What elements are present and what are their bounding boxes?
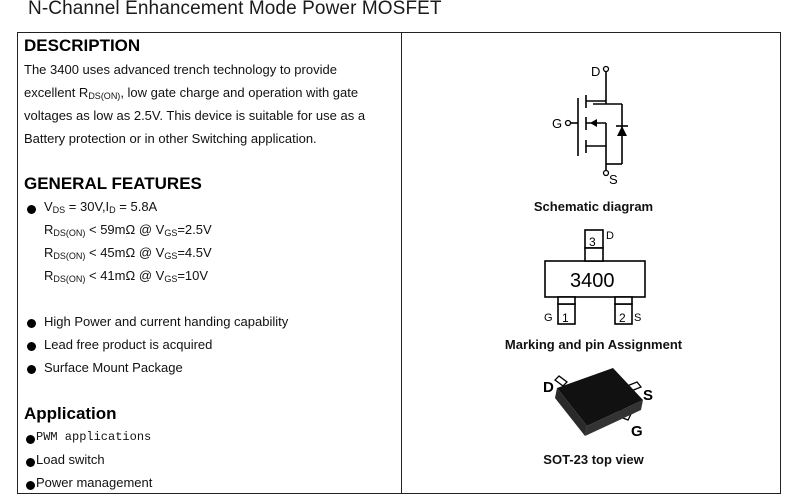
application-item-2: Load switch [36, 452, 105, 467]
sot-label-s: S [643, 387, 653, 404]
sot-label-g: G [631, 423, 643, 440]
marking-label-s: S [634, 312, 641, 324]
pin-3-label: 3 [589, 235, 596, 249]
schematic-caption: Schematic diagram [533, 199, 654, 214]
application-heading: Application [24, 404, 117, 423]
description-line-2: excellent RDS(ON), low gate charge and o… [24, 85, 359, 101]
description-line-4: Battery protection or in other Switching… [24, 131, 317, 146]
sot-caption: SOT-23 top view [543, 452, 644, 467]
pin-1-label: 1 [562, 311, 569, 325]
feature-item-3: Surface Mount Package [44, 360, 183, 375]
sot23-package-icon: D S G [543, 368, 653, 440]
features-heading: GENERAL FEATURES [24, 174, 202, 193]
marking-caption: Marking and pin Assignment [504, 337, 683, 352]
sot-label-d: D [543, 379, 554, 396]
application-item-3: Power management [36, 475, 153, 490]
bullet-icon [26, 458, 35, 467]
marking-diagram-icon: 3 D 3400 1 2 G S [544, 229, 646, 325]
marking-code: 3400 [570, 270, 615, 292]
page-title: N-Channel Enhancement Mode Power MOSFET [28, 0, 442, 19]
bullet-icon [27, 319, 36, 328]
description-line-1: The 3400 uses advanced trench technology… [24, 62, 337, 77]
description-line-3: voltages as low as 2.5V. This device is … [24, 108, 366, 123]
bullet-icon [27, 365, 36, 374]
marking-label-g: G [544, 312, 553, 324]
marking-label-d: D [606, 230, 614, 242]
content-frame [17, 32, 781, 494]
schematic-label-g: G [552, 116, 562, 131]
spec-rdson-3: RDS(ON) < 41mΩ @ VGS=10V [44, 268, 209, 284]
bullet-icon [27, 205, 36, 214]
schematic-label-s: S [609, 172, 618, 187]
feature-item-1: High Power and current handing capabilit… [44, 314, 289, 329]
mosfet-schematic-icon: D G S [552, 64, 628, 187]
spec-rdson-2: RDS(ON) < 45mΩ @ VGS=4.5V [44, 245, 212, 261]
spec-rdson-1: RDS(ON) < 59mΩ @ VGS=2.5V [44, 222, 212, 238]
description-heading: DESCRIPTION [24, 36, 141, 55]
pin-2-label: 2 [619, 311, 626, 325]
bullet-icon [26, 481, 35, 490]
spec-vds-id: VDS = 30V,ID = 5.8A [44, 199, 158, 215]
column-divider [401, 32, 402, 494]
schematic-label-d: D [591, 64, 600, 79]
application-item-1: PWM applications [36, 430, 152, 444]
bullet-icon [26, 435, 35, 444]
bullet-icon [27, 342, 36, 351]
feature-item-2: Lead free product is acquired [44, 337, 213, 352]
